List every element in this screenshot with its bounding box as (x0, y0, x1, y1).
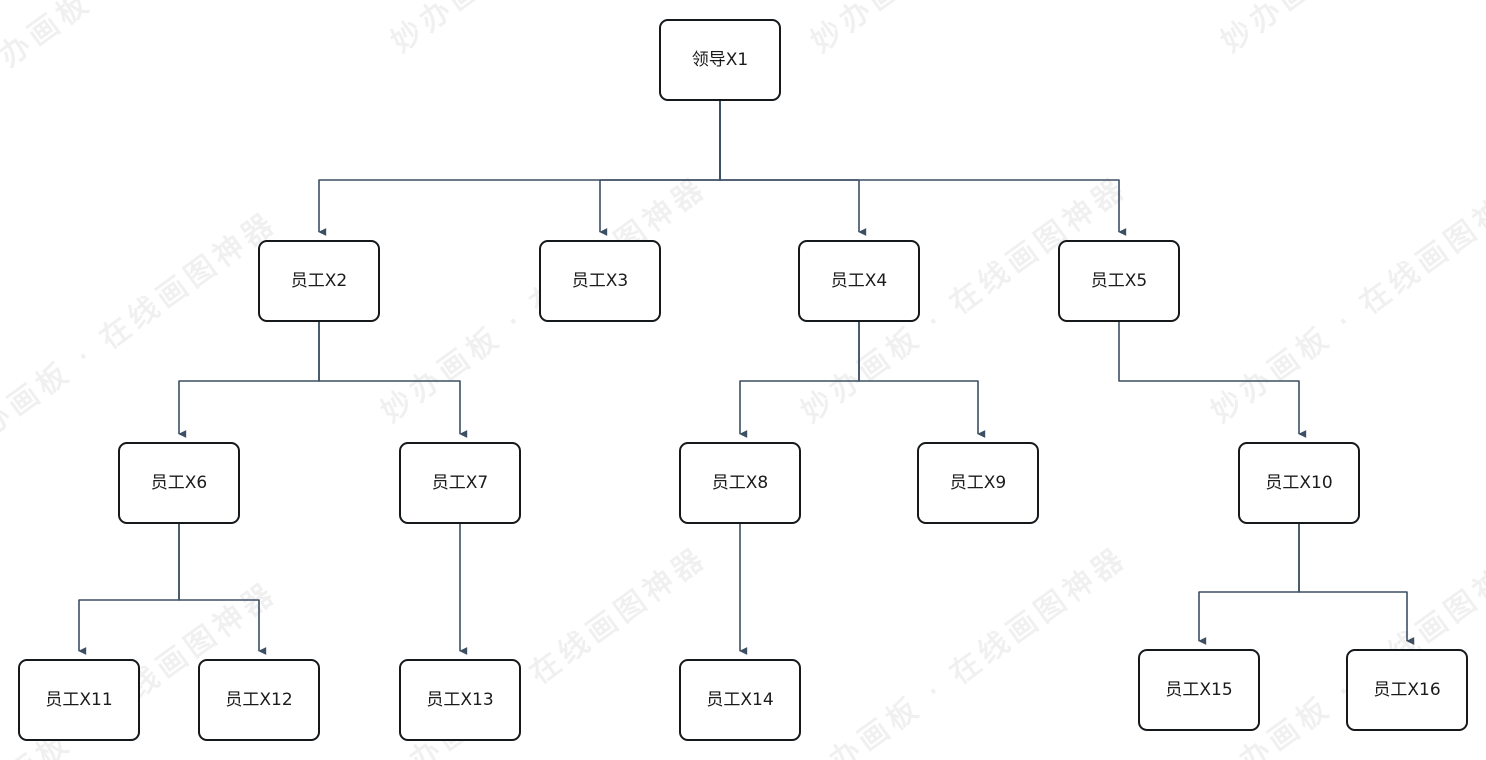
node-label: 员工X16 (1373, 679, 1441, 700)
node-label: 员工X6 (150, 472, 208, 493)
node-x2[interactable]: 员工X2 (258, 240, 380, 322)
node-label: 员工X9 (949, 472, 1007, 493)
edge-x10-to-x15 (1198, 524, 1300, 645)
node-x11[interactable]: 员工X11 (18, 659, 140, 741)
edge-x6-to-x12 (178, 524, 267, 655)
node-x10[interactable]: 员工X10 (1238, 442, 1360, 524)
edge-x10-to-x16 (1298, 524, 1415, 645)
node-label: 员工X2 (290, 270, 348, 291)
edge-x4-to-x8 (739, 322, 860, 438)
node-x6[interactable]: 员工X6 (118, 442, 240, 524)
edge-x1-to-x4 (719, 101, 867, 236)
edge-x6-to-x11 (78, 524, 180, 655)
watermark-text: 妙办画板 · 在线画图神器 (1204, 170, 1486, 430)
node-label: 员工X13 (426, 689, 494, 710)
node-x7[interactable]: 员工X7 (399, 442, 521, 524)
node-x1[interactable]: 领导X1 (659, 19, 781, 101)
node-x16[interactable]: 员工X16 (1346, 649, 1468, 731)
watermark-text: 妙办画板 · 在线画图神器 (1210, 0, 1486, 61)
node-label: 员工X10 (1265, 472, 1333, 493)
watermark-text: 妙办画板 · 在线画图神器 (800, 0, 1144, 61)
node-x13[interactable]: 员工X13 (399, 659, 521, 741)
watermark-text: 妙办画板 · 在线画图神器 (0, 0, 304, 96)
node-label: 员工X3 (571, 270, 629, 291)
node-label: 员工X15 (1165, 679, 1233, 700)
node-label: 员工X5 (1090, 270, 1148, 291)
node-x14[interactable]: 员工X14 (679, 659, 801, 741)
node-x15[interactable]: 员工X15 (1138, 649, 1260, 731)
node-label: 员工X7 (431, 472, 489, 493)
node-x12[interactable]: 员工X12 (198, 659, 320, 741)
node-x5[interactable]: 员工X5 (1058, 240, 1180, 322)
node-x3[interactable]: 员工X3 (539, 240, 661, 322)
edge-x1-to-x2 (318, 101, 721, 236)
node-label: 员工X12 (225, 689, 293, 710)
edge-x2-to-x7 (318, 322, 468, 438)
watermark-text: 妙办画板 · 在线画图神器 (0, 205, 284, 465)
node-label: 员工X14 (706, 689, 774, 710)
node-label: 领导X1 (691, 49, 749, 70)
edge-x1-to-x3 (599, 101, 721, 236)
node-x9[interactable]: 员工X9 (917, 442, 1039, 524)
node-label: 员工X4 (830, 270, 888, 291)
watermark-text: 妙办画板 · 在线画图神器 (794, 540, 1134, 760)
node-x8[interactable]: 员工X8 (679, 442, 801, 524)
node-label: 员工X11 (45, 689, 113, 710)
edge-x1-to-x5 (719, 101, 1127, 236)
edge-x4-to-x9 (858, 322, 986, 438)
edge-x2-to-x6 (178, 322, 320, 438)
node-label: 员工X8 (711, 472, 769, 493)
edge-x5-to-x10 (1118, 322, 1307, 438)
node-x4[interactable]: 员工X4 (798, 240, 920, 322)
